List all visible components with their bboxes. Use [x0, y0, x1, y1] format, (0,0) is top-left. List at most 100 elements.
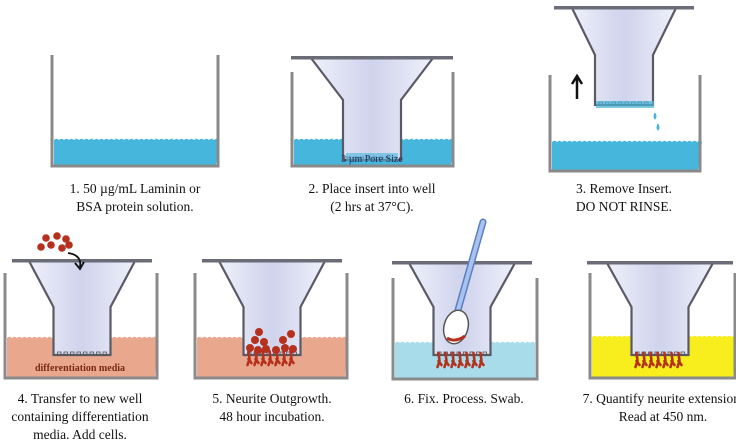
neurite	[676, 351, 683, 369]
step-6-caption: 6. Fix. Process. Swab.	[404, 391, 524, 406]
cell-culture-insert	[392, 261, 532, 357]
liquid-label: differentiation media	[35, 363, 125, 374]
step-3-caption: 3. Remove Insert. DO NOT RINSE.	[576, 181, 672, 214]
up-arrow-icon	[570, 73, 584, 99]
caption-line: DO NOT RINSE.	[576, 199, 672, 214]
neurite	[457, 351, 464, 369]
wet-membrane	[596, 101, 654, 108]
cell	[246, 344, 254, 352]
neurite	[253, 349, 260, 367]
insert-rim	[554, 6, 694, 10]
neurite	[669, 351, 676, 369]
neurite	[634, 351, 641, 369]
cell	[287, 330, 295, 338]
step-4-caption: 4. Transfer to new well containing diffe…	[11, 391, 149, 442]
membrane-pore	[57, 351, 62, 356]
insert-rim	[587, 261, 733, 265]
neurite	[478, 351, 485, 369]
cell	[272, 346, 280, 354]
removed-cells	[446, 334, 466, 342]
neurite	[471, 351, 478, 369]
cell	[53, 232, 61, 240]
cell	[58, 244, 66, 252]
insert-rim	[291, 56, 453, 60]
neurite	[288, 349, 295, 367]
caption-line: Read at 450 nm.	[619, 409, 707, 424]
insert-rim	[202, 259, 342, 263]
membrane-pore	[482, 351, 487, 356]
swab-tip	[442, 309, 470, 345]
step-7-caption: 7. Quantify neurite extension. Read at 4…	[583, 391, 736, 424]
step-1-caption: 1. 50 µg/mL Laminin or BSA protein solut…	[70, 181, 201, 214]
step-5-caption: 5. Neurite Outgrowth. 48 hour incubation…	[212, 391, 331, 424]
well	[3, 273, 159, 380]
well	[548, 75, 702, 173]
curved-arrow-icon	[67, 252, 85, 271]
caption-line: 6. Fix. Process. Swab.	[404, 391, 524, 406]
insert-body	[570, 6, 678, 107]
neurite	[267, 349, 274, 367]
cell-culture-insert	[12, 259, 152, 357]
cell	[262, 345, 270, 353]
membrane-pore	[680, 351, 685, 356]
neurite	[443, 351, 450, 369]
membrane-pore	[63, 351, 68, 356]
membrane-pore	[89, 351, 94, 356]
well	[588, 273, 736, 380]
neurite	[641, 351, 648, 369]
cell	[254, 346, 262, 354]
insert-rim	[12, 259, 152, 263]
caption-line: 4. Transfer to new well	[18, 391, 143, 406]
caption-line: BSA protein solution.	[76, 199, 193, 214]
cell	[279, 336, 287, 344]
neurite	[281, 349, 288, 367]
cell-culture-insert	[554, 6, 694, 107]
step-2-caption: 2. Place insert into well (2 hrs at 37°C…	[308, 181, 435, 214]
cell	[47, 241, 55, 249]
caption-line: media. Add cells.	[33, 427, 127, 442]
liquid	[7, 336, 157, 377]
pore-overlay	[346, 153, 398, 163]
caption-line: (2 hrs at 37°C).	[330, 199, 413, 214]
caption-line: containing differentiation	[11, 409, 149, 424]
liquid-label: 3 µm Pore Size	[341, 154, 403, 165]
well	[50, 55, 220, 168]
neurite	[436, 351, 443, 369]
caption-line: 5. Neurite Outgrowth.	[212, 391, 331, 406]
caption-line: 1. 50 µg/mL Laminin or	[70, 181, 201, 196]
membrane-pore	[102, 351, 107, 356]
cell	[289, 345, 297, 353]
caption-line: 3. Remove Insert.	[576, 181, 672, 196]
cell	[251, 336, 259, 344]
liquid	[552, 140, 702, 170]
membrane-pore	[76, 351, 81, 356]
membrane-pore	[70, 351, 75, 356]
neurite	[662, 351, 669, 369]
caption-line: 7. Quantify neurite extension.	[583, 391, 736, 406]
well	[193, 273, 349, 380]
caption-line: 48 hour incubation.	[219, 409, 324, 424]
neurite	[260, 349, 267, 367]
droplet	[653, 112, 660, 131]
cell	[255, 328, 263, 336]
liquid	[395, 341, 535, 378]
neurite	[464, 351, 471, 369]
cell	[65, 241, 73, 249]
well	[391, 278, 539, 381]
cell	[281, 344, 289, 352]
insert-rim	[392, 261, 532, 265]
membrane-pore	[96, 351, 101, 356]
neurite	[450, 351, 457, 369]
cell	[37, 243, 45, 251]
neurite	[655, 351, 662, 369]
insert-body	[407, 261, 517, 357]
liquid	[54, 138, 219, 165]
neurite	[246, 349, 253, 367]
cell	[42, 234, 50, 242]
cell	[260, 338, 268, 346]
well	[290, 72, 455, 168]
cell	[62, 235, 70, 243]
neurite	[648, 351, 655, 369]
membrane-pore	[83, 351, 88, 356]
